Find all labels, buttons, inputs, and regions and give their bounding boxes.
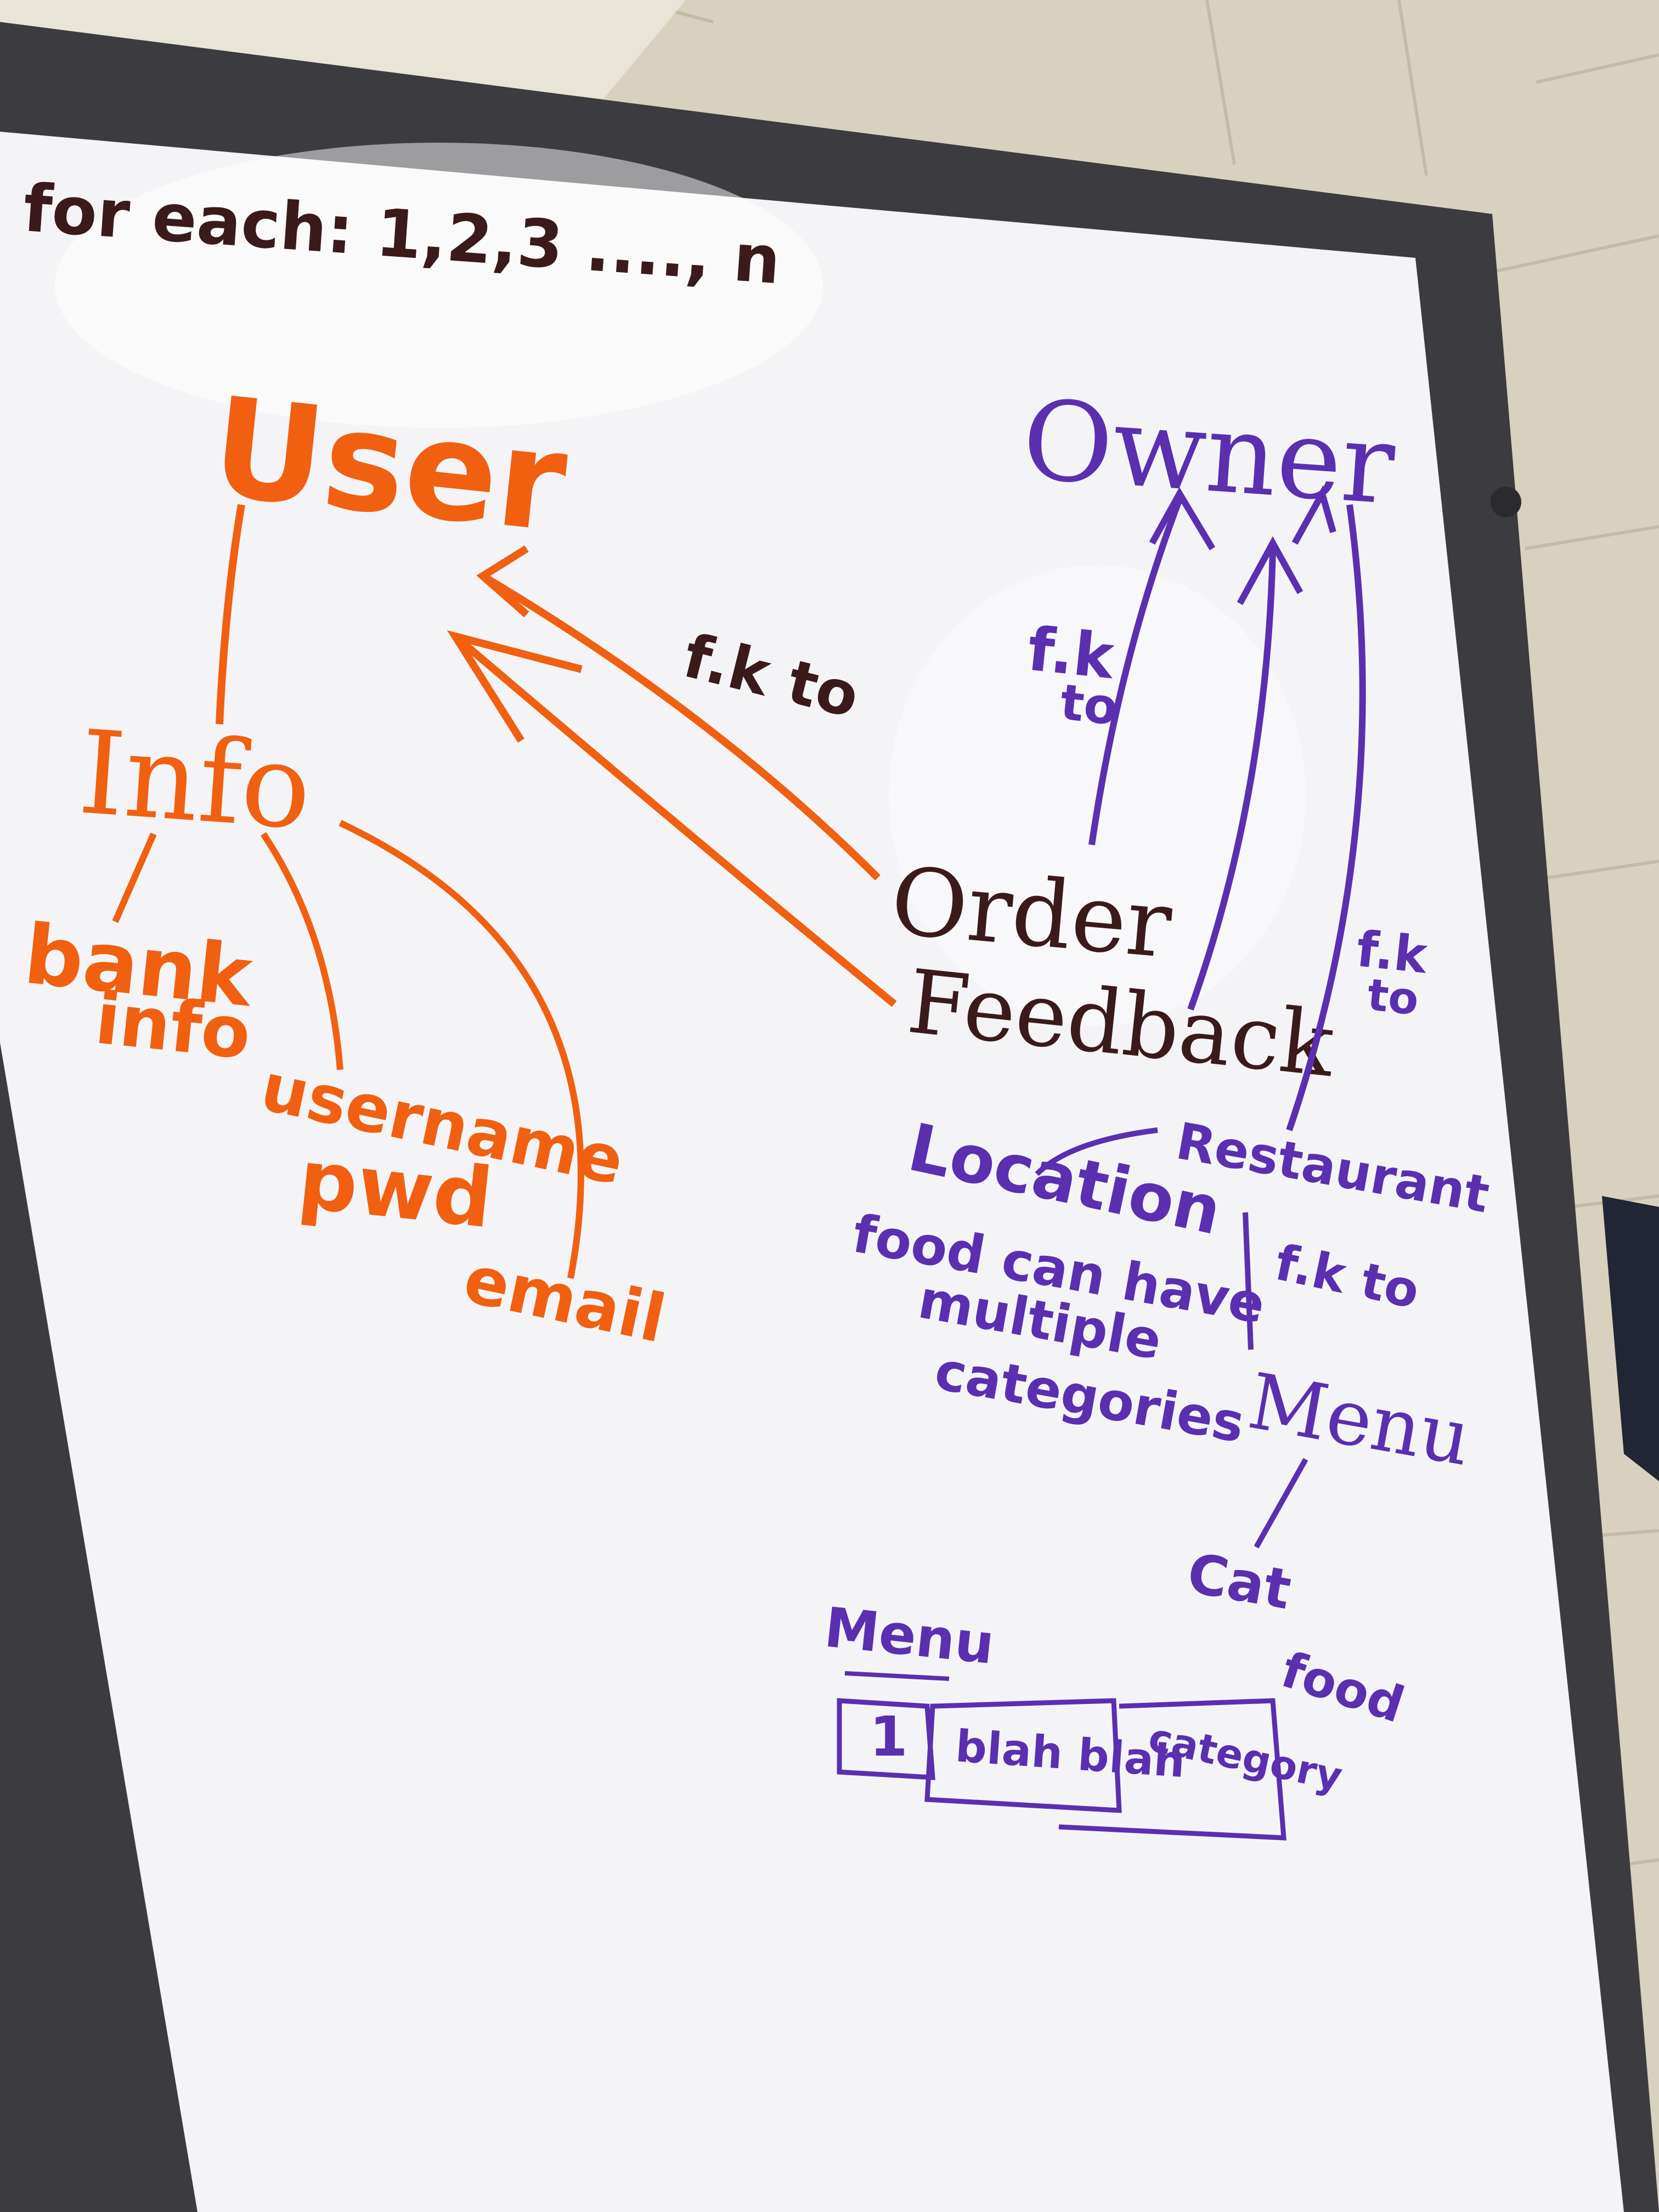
fk-to-owner-line2: to (1058, 673, 1121, 736)
ceiling-area (0, 0, 686, 99)
order-to-owner-arrow (1088, 498, 1183, 845)
order-label: Order (887, 847, 1176, 980)
frame-knob (1491, 487, 1521, 517)
board-surface (0, 132, 1624, 2212)
menu-table-cell-2-box (924, 1698, 1122, 1813)
info-to-bank-connector (112, 832, 157, 923)
restaurant-menu-connector (1243, 1212, 1254, 1350)
menu-table-cell-3-box (1058, 1698, 1286, 1841)
chair-shadow (1602, 1196, 1659, 1481)
board-glare (55, 143, 823, 428)
info-label: Info (75, 705, 315, 855)
restaurant-to-owner-arrowhead (1291, 485, 1336, 545)
info-to-email-connector (338, 820, 584, 1279)
bank-info-line1: bank (20, 907, 258, 1026)
order-to-user-arrowhead (476, 545, 529, 618)
feedback-to-user-arrow (453, 633, 897, 1007)
menu-cat-connector (1254, 1458, 1308, 1549)
feedback-to-user-arrowhead (447, 630, 583, 743)
location-restaurant-connector (1035, 1127, 1158, 1176)
fk-restaurant-owner-line1: f.k (1354, 920, 1431, 985)
order-to-user-arrow (481, 572, 881, 881)
owner-label: Owner (1019, 376, 1399, 529)
menu-table-cell-1-box (837, 1698, 935, 1780)
pwd-label: pwd (294, 1132, 497, 1247)
info-to-username-connector (261, 832, 343, 1070)
menu-table-title-underline (844, 1671, 950, 1681)
feedback-to-owner-arrow (1187, 548, 1276, 1011)
menu-table-cell-1: 1 (870, 1705, 908, 1769)
user-title: User (205, 367, 574, 563)
order-to-owner-arrowhead (1149, 487, 1216, 551)
user-info-connector (216, 504, 245, 725)
restaurant-to-owner-arrow (1286, 504, 1366, 1131)
feedback-to-owner-arrowhead (1237, 536, 1304, 605)
bank-info-line2: info (92, 977, 255, 1076)
fk-restaurant-owner-line2: to (1365, 969, 1421, 1025)
fk-to-owner-line1: f.k (1024, 614, 1119, 693)
